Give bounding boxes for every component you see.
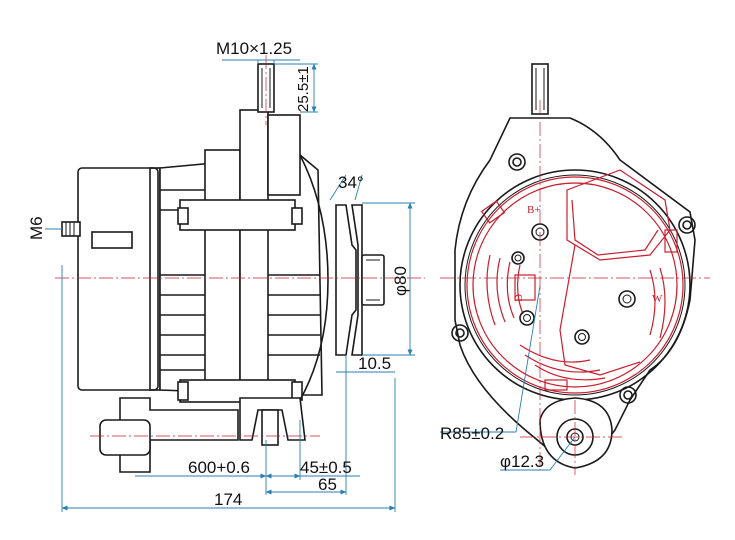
mounting-feet [99, 397, 306, 473]
label-hole-dia: φ12.3 [500, 452, 544, 471]
ear-hole-top-left [508, 153, 526, 171]
m6-stud [61, 221, 81, 237]
mount-arm-top [267, 114, 301, 196]
terminal-w [618, 290, 636, 308]
label-d: D [513, 294, 525, 302]
label-length-c: 65 [318, 475, 337, 494]
clamp-block-left [204, 149, 241, 391]
front-dimensions [440, 285, 576, 471]
pulley-nut [361, 254, 385, 306]
label-w: W [652, 293, 663, 305]
rear-cover [77, 167, 159, 391]
label-stud-height: 25.5±1 [295, 66, 312, 112]
ear-hole-right [678, 216, 696, 234]
side-dimensions [45, 59, 415, 512]
label-pulley-dia: φ80 [391, 266, 410, 296]
front-housing [299, 154, 329, 401]
mount-arm [239, 109, 269, 396]
ear-hole-bottom [619, 386, 637, 404]
pulley [335, 204, 385, 356]
rear-plate [466, 169, 684, 394]
side-view [55, 55, 425, 473]
label-radius: R85±0.2 [440, 424, 504, 443]
label-thread-side: M6 [27, 216, 46, 240]
ear-hole-left [451, 324, 469, 342]
bolt-band-top [179, 199, 296, 231]
terminal-d [519, 310, 535, 326]
front-view [440, 63, 710, 475]
label-length-total: 174 [214, 490, 242, 509]
label-length-a: 600+0.6 [188, 458, 250, 477]
rectifier-bridge [566, 169, 671, 261]
label-b-plus: B+ [527, 204, 541, 216]
rear-plug [91, 231, 133, 249]
label-pulley-offset: 10.5 [358, 354, 391, 373]
label-angle: 34° [338, 173, 364, 192]
label-thread-top: M10×1.25 [216, 39, 292, 58]
label-length-b: 45±0.5 [300, 458, 352, 477]
